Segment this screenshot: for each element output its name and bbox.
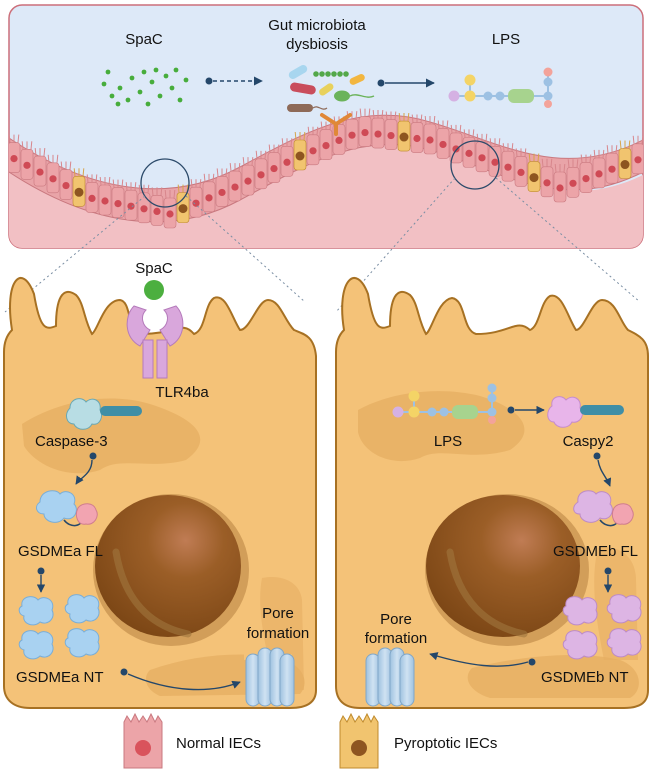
epithelial-cells — [9, 116, 643, 229]
left-pore-icon — [244, 647, 295, 707]
left-spac-label: SpaC — [135, 260, 173, 277]
caspy2-to-gsdme-arrow — [593, 452, 612, 487]
zoom-circle-right — [450, 140, 500, 190]
left-nucleus — [93, 494, 249, 646]
caspy2-label: Caspy2 — [563, 433, 614, 450]
microvilli — [9, 108, 643, 199]
right-lps-label: LPS — [434, 433, 462, 450]
gsdmea-nt-fragments-icon — [18, 594, 100, 660]
normal-iec-icon — [123, 712, 163, 769]
gsdmeb-fl-icon — [573, 490, 634, 527]
pyroptotic-iec-label: Pyroptotic IECs — [394, 735, 497, 752]
spac-particles — [101, 67, 189, 107]
left-pore-label-line2: formation — [247, 625, 310, 642]
spac-ligand — [144, 280, 164, 300]
gsdmeb-nt-label: GSDMEb NT — [541, 669, 629, 686]
dysbiosis-label-line2: dysbiosis — [286, 36, 348, 53]
caspase-to-gsdme-arrow — [75, 452, 97, 485]
caspase-3-label: Caspase-3 — [35, 433, 108, 450]
top-lps-label: LPS — [492, 31, 520, 48]
pyroptotic-iec-icon — [339, 712, 379, 769]
fl-to-nt-arrow-right — [603, 567, 613, 593]
zoom-circle-left — [140, 158, 190, 208]
cell-lps-molecule-icon — [392, 383, 497, 424]
nt-to-pore-arrow-right — [429, 652, 536, 667]
gsdmea-fl-icon — [36, 490, 98, 527]
left-pore-label-line1: Pore — [262, 605, 294, 622]
fl-to-nt-arrow — [36, 567, 46, 593]
gsdmea-fl-label: GSDMEa FL — [18, 543, 103, 560]
dysbiosis-to-lps-arrow — [377, 78, 435, 88]
dashed-arrow — [205, 76, 263, 86]
caspase-3-icon — [66, 398, 142, 430]
lps-molecule-icon — [448, 67, 553, 108]
right-nucleus — [425, 494, 589, 646]
right-cell: LPS Caspy2 GSDMEb FL — [335, 277, 649, 709]
intestine-panel: SpaC Gut microbiota dysbiosis — [8, 4, 644, 249]
tlr4ba-receptor-icon — [126, 305, 184, 379]
normal-iec-label: Normal IECs — [176, 735, 261, 752]
legend: Normal IECs Pyroptotic IECs — [123, 712, 497, 769]
caspy2-icon — [547, 396, 624, 428]
right-pore-label-line2: formation — [365, 630, 428, 647]
left-cell: SpaC TLR4ba Caspase-3 GSDMEa FL — [3, 260, 317, 709]
top-spac-label: SpaC — [125, 31, 163, 48]
bacteria-cluster-icon — [287, 65, 375, 136]
receptor-label: TLR4ba — [155, 384, 209, 401]
right-pore-label-line1: Pore — [380, 611, 412, 628]
nt-to-pore-arrow — [120, 668, 241, 691]
gsdmeb-fl-label: GSDMEb FL — [553, 543, 638, 560]
lps-to-caspy2-arrow — [507, 405, 545, 415]
gsdmeb-nt-fragments-icon — [562, 594, 642, 660]
gsdmea-nt-label: GSDMEa NT — [16, 669, 104, 686]
dysbiosis-label-line1: Gut microbiota — [268, 17, 366, 34]
right-pore-icon — [364, 647, 415, 707]
